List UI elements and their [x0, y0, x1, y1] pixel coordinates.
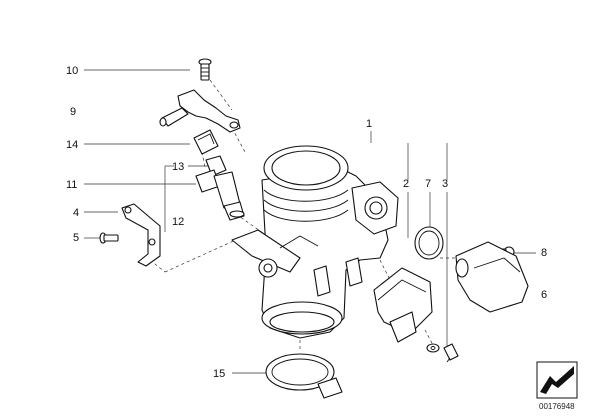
part-6-actuator [455, 241, 529, 313]
callout-2: 2 [403, 178, 409, 190]
callout-1: 1 [366, 118, 372, 130]
part-2-sensor [373, 267, 433, 343]
callout-10: 10 [66, 65, 78, 77]
part-7-o-ring [414, 226, 444, 260]
callout-11: 11 [66, 179, 77, 191]
part-11-injector [195, 155, 245, 221]
part-5-screw [99, 232, 119, 244]
part-9-holder [159, 89, 241, 133]
callout-14: 14 [66, 139, 78, 151]
callout-13: 13 [172, 161, 184, 173]
part-1-throttle-body [231, 145, 399, 339]
callout-9: 9 [70, 106, 76, 118]
callout-6: 6 [541, 289, 547, 301]
callout-15: 15 [213, 368, 225, 380]
part-4-bracket [121, 203, 161, 267]
part-3-screw [426, 343, 459, 363]
leader-lines [84, 69, 536, 374]
part-15-hose-clamp [265, 353, 343, 399]
callout-3: 3 [442, 178, 448, 190]
callout-5: 5 [73, 232, 79, 244]
callout-4: 4 [73, 207, 79, 219]
callout-8: 8 [541, 247, 547, 259]
callout-7: 7 [425, 178, 431, 190]
part-10-screw [198, 58, 212, 81]
part-14-clip [193, 129, 219, 155]
diagram-id-text: 00176948 [539, 402, 575, 411]
diagram-id-logo: 00176948 [536, 361, 578, 411]
callout-12: 12 [172, 216, 184, 228]
